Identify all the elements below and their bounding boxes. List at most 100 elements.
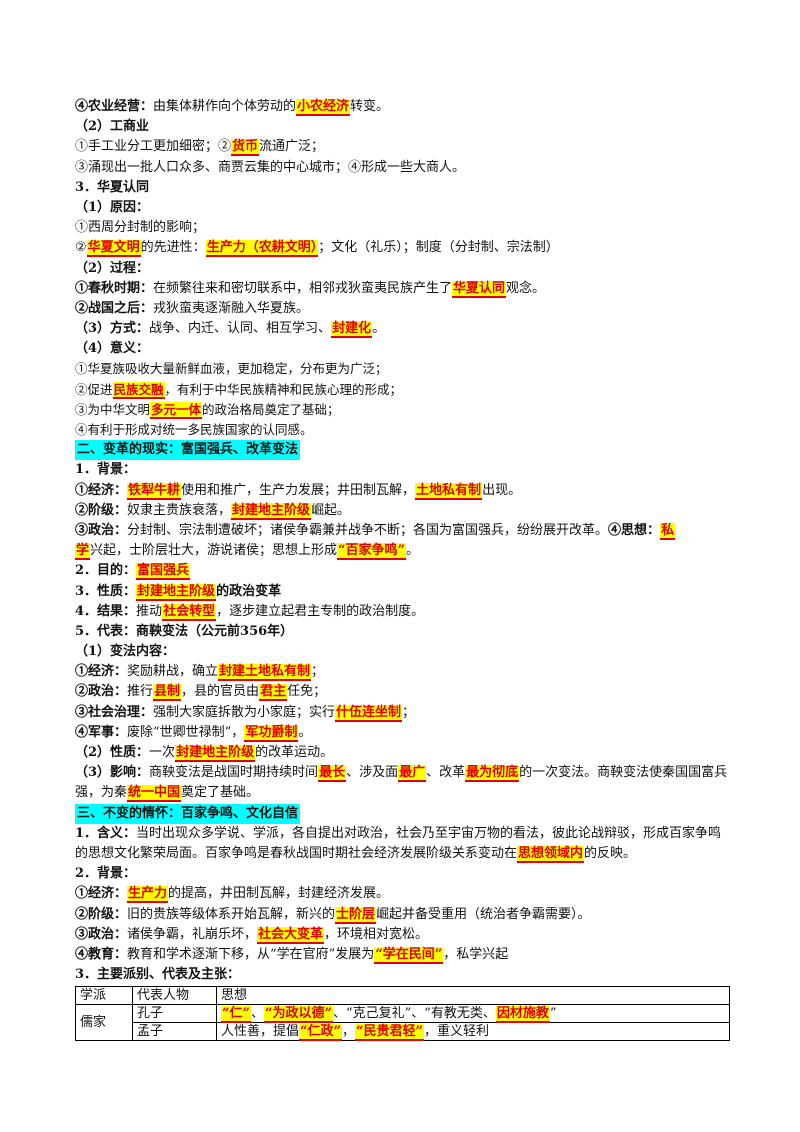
highlighted-keyword: “为政以德”	[263, 1006, 333, 1024]
bold-label: 的政治变革	[216, 583, 282, 599]
text-run: 的政治格局奠定了基础；	[202, 401, 340, 417]
bold-label: 4．结果：	[75, 603, 137, 619]
bold-label: ②阶级：	[75, 502, 128, 518]
text-run: 的改革运动。	[255, 745, 334, 760]
bold-label: 1．背景：	[75, 462, 137, 478]
text-line: 3．华夏认同	[75, 178, 730, 198]
table-header-cell: 代表人物	[132, 986, 217, 1006]
highlighted-keyword: 县制	[153, 684, 182, 702]
text-line: （1）原因：	[75, 198, 730, 218]
text-line: ④有利于形成对统一多民族国家的认同感。	[75, 420, 730, 440]
text-line: 1．含义：当时出现众多学说、学派，各自提出对政治，社会乃至宇宙万物的看法，彼此论…	[75, 824, 730, 864]
text-line: ①手工业分工更加细密；②货币流通广泛；	[75, 137, 730, 157]
highlighted-keyword: 社会转型	[162, 603, 217, 621]
text-line: ②政治：推行县制，县的官员由君主任免；	[75, 682, 730, 702]
bold-label: （2）性质：	[75, 745, 150, 760]
bold-label: 3．性质：	[75, 583, 137, 599]
text-line: ④教育：教育和学术逐渐下移，从“学在官府”发展为“学在民间”，私学兴起	[75, 945, 730, 965]
highlighted-keyword: 货币	[231, 139, 260, 157]
bold-label: （4）意义：	[75, 341, 150, 357]
text-run: ，逐步建立起君主专制的政治制度。	[216, 603, 425, 619]
bold-label: （2）过程：	[75, 260, 150, 276]
text-line: 1．背景：	[75, 460, 730, 480]
text-line: （4）意义：	[75, 339, 730, 359]
text-run: 的提高，井田制瓦解，封建经济发展。	[168, 886, 390, 902]
text-line: ①华夏族吸收大量新鲜血液，更加稳定，分布更为广泛；	[75, 359, 730, 379]
highlighted-keyword: 多元一体	[150, 401, 203, 419]
text-run: ②	[75, 240, 87, 256]
text-line: ①春秋时期：在频繁往来和密切联系中，相邻戎狄蛮夷民族产生了华夏认同观念。	[75, 279, 730, 299]
text-run: 商鞅变法是战国时期持续时间	[149, 765, 319, 781]
text-line: ④农业经营：由集体耕作向个体劳动的小农经济转变。	[75, 97, 730, 117]
highlighted-keyword: 封建地主阶级	[231, 502, 312, 520]
text-run: 兴起，士阶层壮大，游说诸侯；思想上形成	[90, 543, 338, 559]
idea-cell: 人性善，提倡“仁政”，“民贵君轻”，重义轻利	[216, 1022, 730, 1042]
text-run: 观念。	[506, 280, 546, 296]
person-cell: 孟子	[132, 1022, 217, 1042]
text-run: 崛起。	[311, 502, 351, 518]
bold-label: ④思想：	[608, 522, 661, 538]
text-run: 奖励耕战，确立	[127, 664, 219, 680]
document-body: ④农业经营：由集体耕作向个体劳动的小农经济转变。 （2）工商业 ①手工业分工更加细密…	[75, 97, 730, 985]
bold-label: ③政治：	[75, 926, 128, 942]
highlighted-keyword: 最长	[318, 765, 347, 783]
bold-label: （2）工商业	[75, 119, 150, 135]
text-run: 转变。	[350, 99, 390, 114]
text-run: ①西周分封制的影响；	[75, 220, 206, 236]
highlighted-keyword: 君主	[259, 684, 288, 702]
text-run: 、“克己复礼”、“有教无类、	[332, 1006, 496, 1022]
bold-label: （3）方式：	[75, 321, 150, 337]
highlighted-keyword: “仁”	[221, 1006, 251, 1024]
bold-label: 1．含义：	[75, 825, 137, 841]
text-run: 、涉及面	[346, 765, 399, 781]
text-line: 三、不变的情怀：百家争鸣、文化自信	[75, 803, 730, 824]
bold-label: 2．背景：	[75, 866, 137, 882]
text-line: （3）影响：商鞅变法是战国时期持续时间最长、涉及面最广、改革最为彻底的一次变法。…	[75, 763, 730, 803]
text-run: 流通广泛；	[259, 139, 325, 155]
highlighted-keyword: “仁政”	[299, 1024, 342, 1042]
highlighted-keyword: 民族交融	[112, 381, 165, 399]
bold-label: ③社会治理：	[75, 704, 154, 720]
text-line: ②促进民族交融，有利于中华民族精神和民族心理的形成；	[75, 380, 730, 400]
text-run: 当时出现众多学说、学派，各自提出对政治，社会乃至宇宙万物的看法，彼此论战辩驳，形…	[75, 825, 722, 861]
text-line: ②阶级：旧的贵族等级体系开始瓦解，新兴的士阶层崛起并备受重用（统治者争霸需要）。	[75, 905, 730, 925]
text-run: 旧的贵族等级体系开始瓦解，新兴的	[127, 906, 336, 922]
bold-label: ②阶级：	[75, 906, 128, 922]
highlighted-keyword: 什伍连坐制	[335, 704, 403, 722]
text-line: ③为中华文明多元一体的政治格局奠定了基础；	[75, 400, 730, 420]
highlighted-keyword: 军功爵制	[244, 724, 299, 742]
text-run: 推行	[127, 684, 154, 700]
bold-label: （1）原因：	[75, 199, 150, 215]
document-page: ④农业经营：由集体耕作向个体劳动的小农经济转变。 （2）工商业 ①手工业分工更加细密…	[75, 97, 730, 1042]
text-line: ③社会治理：强制大家庭拆散为小家庭；实行什伍连坐制；	[75, 703, 730, 723]
text-line: ①经济：生产力的提高，井田制瓦解，封建经济发展。	[75, 884, 730, 904]
highlighted-keyword: 铁犁牛耕	[127, 482, 182, 500]
school-name-cell: 儒家	[75, 1004, 133, 1042]
text-run: 奠定了基础。	[181, 785, 260, 801]
bold-label: ④教育：	[75, 946, 128, 962]
text-line: 4．结果：推动社会转型，逐步建立起君主专制的政治制度。	[75, 602, 730, 622]
text-run: ，	[341, 1024, 355, 1040]
person-cell: 孔子	[132, 1004, 217, 1024]
highlighted-keyword: 最为彻底	[465, 765, 520, 783]
text-run: ③涌现出一批人口众多、商贾云集的中心城市；④形成一些大商人。	[75, 159, 466, 175]
text-run: 战争、内迁、认同、相互学习、	[149, 321, 332, 337]
text-run: 、	[250, 1006, 264, 1022]
text-run: 的先进性：	[140, 240, 206, 256]
text-run: ②促进	[75, 381, 113, 397]
text-run: 的反映。	[584, 845, 637, 861]
text-line: 3．主要派别、代表及主张：	[75, 965, 730, 985]
text-run: ，环境相对宽松。	[324, 926, 429, 942]
text-run: ，私学兴起	[443, 946, 509, 962]
highlighted-keyword: 华夏文明	[86, 240, 141, 258]
text-line: （3）方式：战争、内迁、认同、相互学习、封建化。	[75, 319, 730, 339]
text-run: ①手工业分工更加细密；②	[75, 139, 232, 155]
highlighted-keyword: “民贵君轻”	[355, 1024, 424, 1042]
text-run: 、改革	[426, 765, 466, 781]
text-line: ②战国之后：戎狄蛮夷逐渐融入华夏族。	[75, 299, 730, 319]
bold-label: ②战国之后：	[75, 300, 154, 316]
highlighted-keyword: 小农经济	[296, 99, 351, 116]
text-run: 。	[298, 724, 312, 740]
highlighted-keyword: 生产力（农耕文明）	[205, 240, 319, 258]
bold-label: ①春秋时期：	[75, 280, 154, 296]
